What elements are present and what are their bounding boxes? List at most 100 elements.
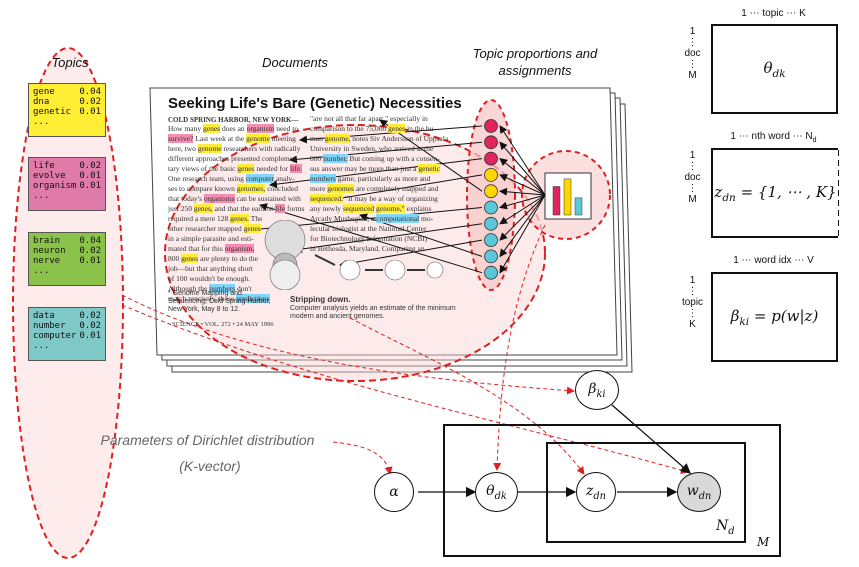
beta-to-w-edge [611, 404, 691, 474]
proportion-arrow [499, 141, 546, 196]
doc-to-z-arrow [349, 317, 585, 475]
proportion-arrow [499, 157, 546, 196]
plate-words [546, 442, 746, 543]
proportion-arrow [499, 194, 546, 210]
z-matrix: zdn = {1, ⋯ , K} [711, 148, 838, 238]
document-line: numbers game, particularly as more and [310, 174, 431, 183]
dirichlet-label-line1: Parameters of Dirichlet distribution [100, 432, 315, 448]
topic-word: ... [33, 266, 50, 276]
document-line: in Bethesda, Maryland. Comparing an [310, 244, 425, 253]
document-line: in a simple parasite and esti- [168, 234, 254, 243]
topic-word-row: ... [33, 117, 101, 127]
document-line: here, two genome researchers with radica… [168, 144, 301, 153]
document-line: tary views of the basic genes needed for… [168, 164, 302, 173]
topic-word: nerve [33, 256, 61, 266]
topic-word-row: data 0.02 [33, 311, 101, 321]
dirichlet-to-alpha-arrow [332, 441, 393, 475]
topic-assignment-dot [484, 249, 498, 264]
proportion-arrow [499, 194, 546, 225]
topic-word-row: ... [33, 266, 101, 276]
document-caption-right: Computer analysis yields an estimate of … [290, 305, 456, 320]
document-line: match precisely, those predictions [168, 294, 270, 303]
topic-word-row: ... [33, 191, 101, 201]
assignment-arrow [269, 158, 483, 189]
theta-matrix: θdk [711, 24, 838, 114]
histogram-bars [552, 178, 583, 216]
document-line: required a mere 128 genes. The [168, 214, 263, 223]
document-line: Arcady Mushegian, a computational mo- [310, 214, 434, 223]
topic-word: brain [33, 236, 61, 246]
theta-matrix-row-labels: 1⋮doc⋮M [684, 26, 701, 81]
topic-word: number [33, 321, 66, 331]
document-line: other researcher mapped genes [168, 224, 261, 233]
document-line: sus answer may be more than just a genet… [310, 164, 441, 173]
document-line: lecular biologist at the National Center [310, 224, 427, 233]
document-line: sequenced. "It may be a way of organizin… [310, 194, 438, 203]
topic-word: evolve [33, 171, 66, 181]
topic-word-prob: 0.04 [79, 87, 101, 97]
topic-word-prob: 0.01 [79, 171, 101, 181]
topic-word: data [33, 311, 55, 321]
topic-word-prob: 0.02 [79, 311, 101, 321]
topic-assignment-dot [484, 135, 498, 150]
document-column-2: "are not all that far apart," especially… [310, 114, 460, 254]
proportion-arrow [499, 194, 546, 274]
z-matrix-header: 1 ⋯ nth word ⋯ Nd [730, 131, 817, 144]
histogram-bar [552, 186, 561, 216]
document-line: One research team, using computer analy- [168, 174, 295, 183]
document-line: 800 number. But coming up with a consen- [310, 154, 440, 163]
document-line: Although the numbers don't [168, 284, 252, 293]
document-caption-bold: Stripping down. [290, 295, 351, 304]
topic-word: computer [33, 331, 77, 341]
plate-documents-label: M [757, 535, 770, 549]
beta-matrix: βki = p(w|z) [711, 272, 838, 362]
alpha-symbol: α [389, 484, 399, 500]
document-line: comparison to the 75,000 genes in the hu… [310, 124, 436, 133]
histogram-bar [574, 197, 583, 216]
topic-assignment-dot [484, 167, 498, 182]
topic-assignment-dot [484, 216, 498, 231]
document-line: job—but that anything short [168, 264, 253, 273]
z-matrix-formula: zdn = {1, ⋯ , K} [714, 182, 837, 204]
topics-label: Topics [51, 55, 89, 70]
beta-matrix-row-labels: 1⋮topic⋮K [681, 275, 704, 330]
document-line: mated that for this organism, [168, 244, 255, 253]
assignment-arrow [259, 203, 483, 274]
document-line: How many genes does an organism need to [168, 124, 299, 133]
topic-word-prob: 0.01 [79, 181, 101, 191]
beta-matrix-header: 1 ⋯ word idx ⋯ V [733, 255, 814, 266]
proportion-arrow [499, 187, 546, 196]
topic-word-prob: 0.02 [79, 321, 101, 331]
assignment-arrow [329, 174, 483, 203]
topic-assignment-dot [484, 265, 498, 280]
document-line: University in Sweden, who arrived at the [310, 144, 434, 153]
document-line: more genomes are completely mapped and [310, 184, 439, 193]
beta-matrix-formula: βki = p(w|z) [730, 306, 819, 328]
proportions-label-line2: assignments [498, 63, 572, 78]
topic-assignment-dot [484, 119, 498, 133]
topic-assignment-dot [484, 200, 498, 215]
topic-word-prob: 0.01 [79, 256, 101, 266]
z-node: zdn [576, 472, 616, 512]
topic-word-row: nerve 0.01 [33, 256, 101, 266]
z-symbol: zdn [586, 482, 606, 502]
document-caption-left: * Genome Mapping and Sequencing, Cold Sp… [168, 290, 271, 313]
document-line: any newly sequenced genome," explains [310, 204, 432, 213]
topic-word-row: ... [33, 341, 101, 351]
document-line: that today's organisms can be sustained … [168, 194, 301, 203]
assignment-arrow [339, 239, 483, 268]
proportion-arrow [499, 194, 546, 241]
plate-words-label: Nd [716, 518, 735, 537]
assignment-arrow [294, 223, 483, 253]
topic-word: life [33, 161, 55, 171]
document-line: different approaches presented complemen… [168, 154, 300, 163]
proportions-label-line1: Topic proportions and [472, 46, 598, 61]
document-line: 800 genes are plenty to do the [168, 254, 258, 263]
